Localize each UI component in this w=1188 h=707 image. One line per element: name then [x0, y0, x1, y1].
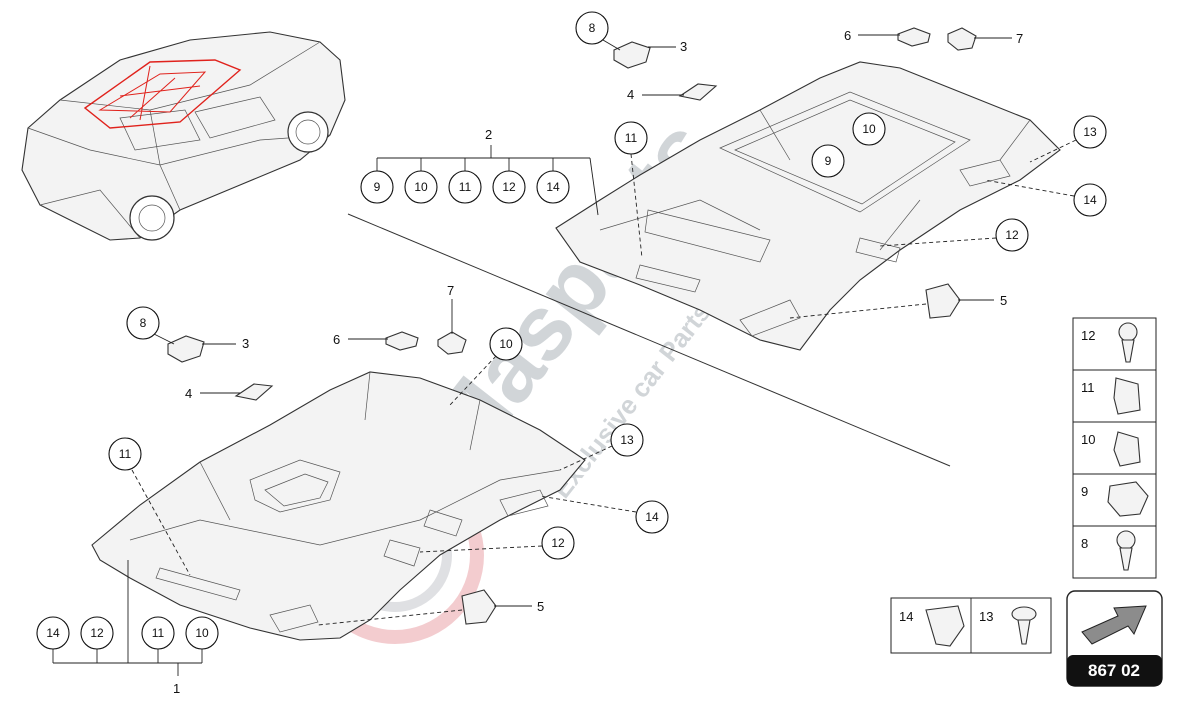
upper-callout-14: 14	[1083, 193, 1097, 207]
clip-part-6-upper	[897, 27, 931, 47]
group2-item: 11	[459, 180, 472, 194]
group-2-callouts: 9 10 11 12 14	[360, 170, 570, 204]
lower-label-3: 3	[242, 336, 249, 351]
expanding-clip-icon	[1107, 481, 1149, 517]
group2-item: 9	[374, 180, 381, 194]
fastener-legend: 12 11 10 9 8	[1072, 317, 1157, 579]
upper-label-3: 3	[680, 39, 687, 54]
cover-part-4-lower	[234, 383, 274, 401]
upper-callout-10: 10	[862, 122, 876, 136]
lower-callout-13: 13	[620, 433, 634, 447]
legend-item-label: 12	[1081, 328, 1095, 343]
upper-labels: 8 3 4 6 7 10 9 11 13 14 12 5 2	[360, 11, 1107, 319]
legend-item-label: 9	[1081, 484, 1088, 499]
lower-label-6: 6	[333, 332, 340, 347]
upper-callout-12: 12	[1005, 228, 1019, 242]
group1-item: 10	[195, 626, 209, 640]
clip-part-3-upper	[613, 41, 651, 69]
screw-icon	[1118, 322, 1138, 363]
group-label-2: 2	[485, 127, 492, 142]
lower-callout-12: 12	[551, 536, 565, 550]
group2-item: 10	[414, 180, 428, 194]
lower-callout-11: 11	[119, 447, 132, 461]
legend-item-label: 8	[1081, 536, 1088, 551]
lower-labels: 8 3 4 6 7 10 11 13 14 12 5 1	[36, 283, 669, 696]
clip-part-7-lower	[437, 331, 467, 355]
upper-callout-13: 13	[1083, 125, 1097, 139]
separator-line	[347, 213, 951, 467]
legend-item-label: 11	[1081, 380, 1095, 395]
headliner-assembly	[91, 371, 586, 641]
lower-callout-14: 14	[645, 510, 659, 524]
clip-icon	[1113, 377, 1141, 415]
group1-item: 14	[46, 626, 60, 640]
lower-label-5: 5	[537, 599, 544, 614]
cover-part-5-upper	[925, 283, 961, 319]
upper-label-4: 4	[627, 87, 634, 102]
legend-item-label: 13	[979, 609, 993, 624]
clip-part-7-upper	[947, 27, 977, 51]
upper-label-5: 5	[1000, 293, 1007, 308]
cover-part-5-lower	[461, 589, 497, 625]
upper-small-parts	[613, 27, 977, 319]
clip-part-3-lower	[167, 335, 205, 363]
cover-part-4-upper	[678, 83, 718, 101]
upper-label-6: 6	[844, 28, 851, 43]
upper-callout-8: 8	[589, 21, 596, 35]
lower-label-7: 7	[447, 283, 454, 298]
clip-icon	[1113, 431, 1141, 467]
headliner-with-sunroof-assembly	[555, 61, 1061, 351]
rivet-icon	[1011, 606, 1037, 645]
group1-item: 12	[90, 626, 104, 640]
arrow-icon	[1081, 605, 1147, 645]
upper-callout-11: 11	[625, 131, 638, 145]
lower-callout-8: 8	[140, 316, 147, 330]
bolt-icon	[1116, 530, 1136, 571]
upper-label-7: 7	[1016, 31, 1023, 46]
lower-callout-10: 10	[499, 337, 513, 351]
legend-item-label: 14	[899, 609, 913, 624]
vehicle-overview-illustration	[21, 31, 346, 241]
legend-item-label: 10	[1081, 432, 1095, 447]
group2-item: 14	[546, 180, 560, 194]
clip-part-6-lower	[385, 331, 419, 351]
group-label-1: 1	[173, 681, 180, 696]
group1-item: 11	[152, 626, 165, 640]
diagram-number: 867 02	[1088, 661, 1140, 680]
spring-clip-icon	[925, 605, 965, 647]
upper-callout-9: 9	[825, 154, 832, 168]
group-1-callouts: 14 12 11 10	[36, 616, 219, 650]
next-diagram-arrow-box[interactable]: 867 02	[1066, 590, 1163, 687]
bottom-fastener-legend: 14 13	[890, 597, 1052, 654]
group2-item: 12	[502, 180, 516, 194]
lower-label-4: 4	[185, 386, 192, 401]
